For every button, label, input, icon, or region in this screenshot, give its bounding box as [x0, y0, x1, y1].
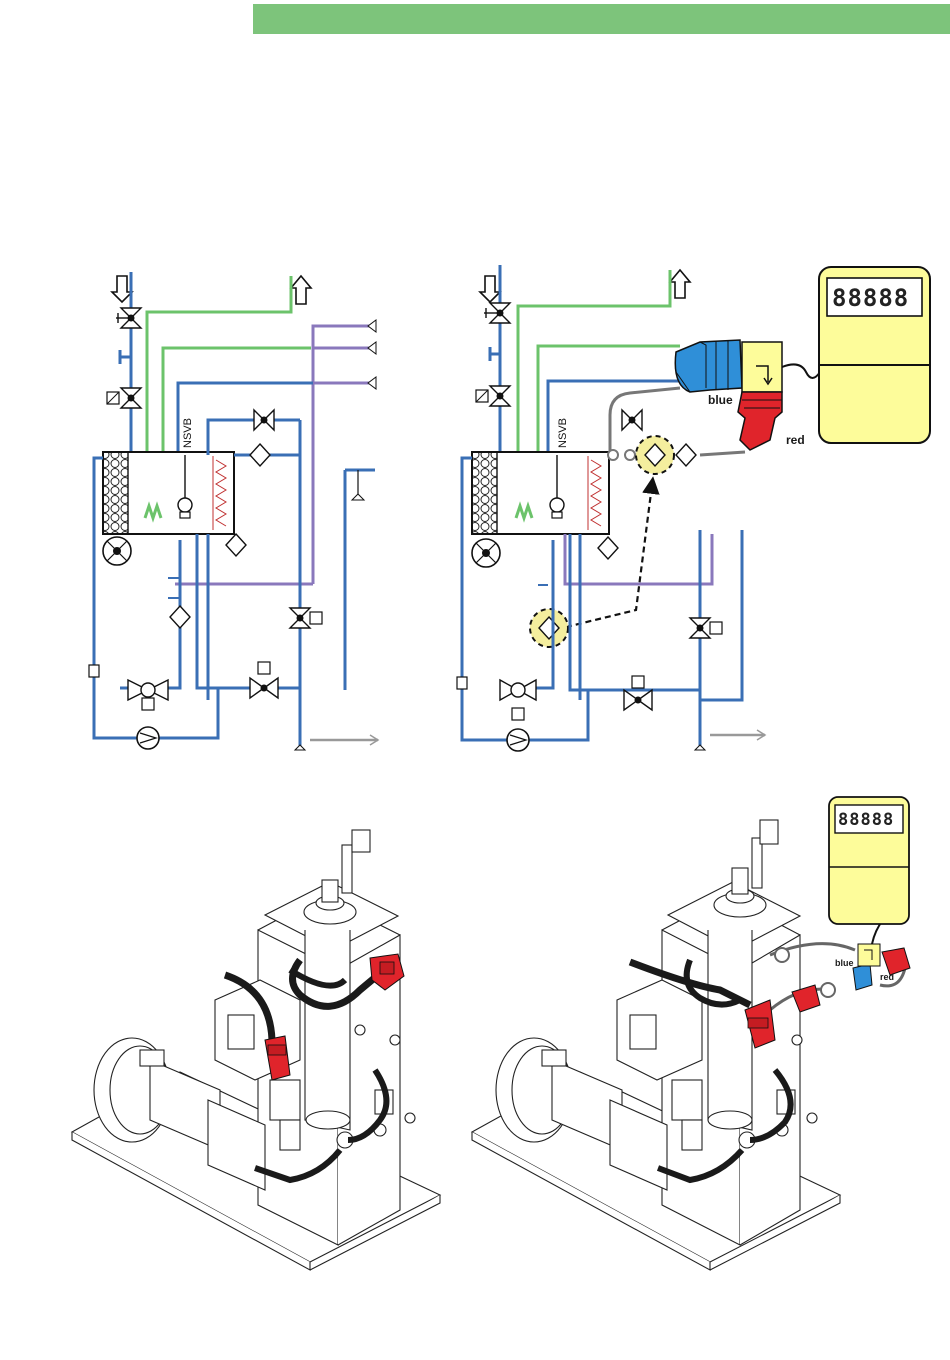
level-sensor-icon — [676, 444, 696, 466]
valve-icon — [622, 410, 642, 430]
connector-blue — [675, 340, 742, 392]
level-sensor-icon — [226, 534, 246, 556]
arrow-up-icon — [670, 270, 690, 298]
connector-blue-small-label: blue — [835, 958, 854, 968]
pump-icon — [137, 727, 159, 749]
connector-blue-small — [853, 964, 872, 990]
valve-icon — [254, 410, 274, 430]
tank-right: NSVB — [472, 418, 609, 534]
connector-red-small-label: red — [880, 972, 894, 982]
pump-icon — [472, 539, 500, 567]
unit-illustration-left — [72, 830, 440, 1270]
tank-left: NSVB — [103, 418, 234, 534]
valve-icon — [116, 308, 141, 328]
meter-display: 88888 — [832, 284, 909, 312]
meter-icon: 88888 — [829, 797, 909, 924]
solenoid-valve-icon — [250, 662, 278, 698]
valve-icon — [128, 680, 168, 710]
connector-blue-label: blue — [708, 393, 733, 407]
level-sensor-icon — [170, 606, 190, 628]
solenoid-valve-icon — [290, 608, 322, 628]
solenoid-valve-icon — [690, 618, 722, 638]
meter-display-small: 88888 — [838, 810, 894, 830]
unit-illustration-right — [472, 820, 840, 1270]
solenoid-valve-icon — [107, 388, 141, 408]
level-sensor-icon — [250, 444, 270, 466]
valve-icon — [484, 303, 510, 323]
connector-red — [738, 392, 782, 450]
tank-label-right: NSVB — [557, 418, 569, 448]
highlight-circle-bottom — [530, 609, 568, 647]
connector-red-small — [882, 948, 910, 975]
valve-icon — [500, 680, 536, 720]
arrow-down-icon — [112, 276, 132, 302]
arrow-down-icon — [480, 276, 500, 302]
tank-label-left: NSVB — [182, 418, 194, 448]
schematic-right: NSVB — [457, 265, 930, 751]
schematic-left: NSVB — [89, 272, 378, 750]
sensor-junction-box — [742, 342, 782, 392]
level-sensor-icon — [598, 537, 618, 559]
meter-icon: 88888 — [819, 267, 930, 443]
solenoid-valve-icon — [476, 386, 510, 406]
arrow-up-icon — [291, 276, 311, 304]
highlight-circle-top — [636, 436, 674, 474]
pump-icon — [103, 537, 131, 565]
pump-icon — [507, 729, 529, 751]
connector-red-label: red — [786, 433, 805, 447]
sensor-junction-box-small — [858, 944, 880, 966]
solenoid-valve-icon — [624, 676, 652, 710]
